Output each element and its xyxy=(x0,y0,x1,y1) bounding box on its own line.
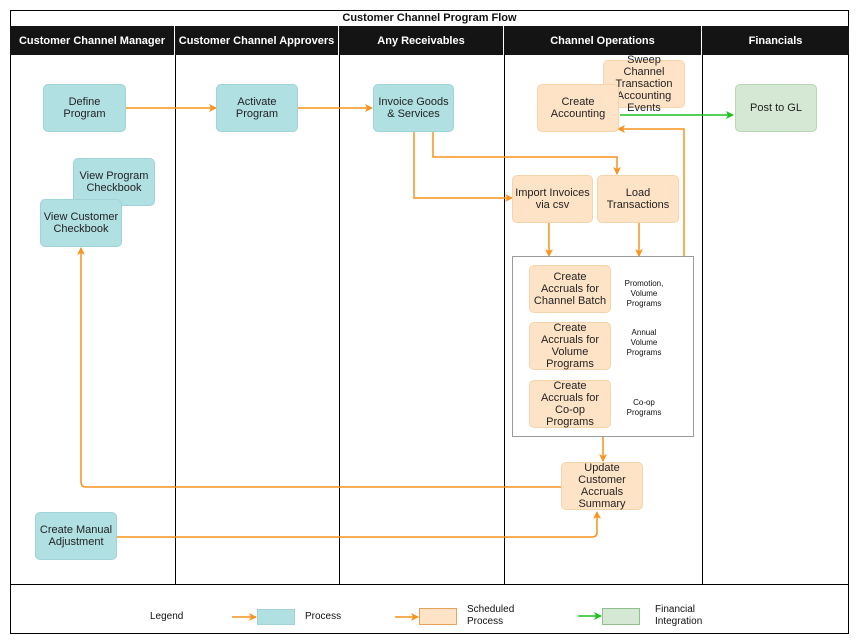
arrow-summary-to-view-customer-checkbook xyxy=(77,247,561,488)
accruals-coop-node: Create Accruals for Co-op Programs xyxy=(529,380,611,428)
legend-separator xyxy=(10,584,849,585)
import-invoices-node: Import Invoices via csv xyxy=(512,175,593,223)
note-volume: Annual Volume Programs xyxy=(626,328,662,357)
legend-financial-label: Financial Integration xyxy=(655,604,703,627)
lane-header-customer-channel-manager: Customer Channel Manager xyxy=(10,26,175,55)
define-program-node: Define Program xyxy=(43,84,126,132)
lane-header-any-receivables: Any Receivables xyxy=(339,26,504,55)
lane-header-financials: Financials xyxy=(702,26,849,55)
invoice-goods-node: Invoice Goods & Services xyxy=(373,84,454,132)
accruals-channel-batch-node: Create Accruals for Channel Batch xyxy=(529,265,611,313)
update-summary-node: Update Customer Accruals Summary xyxy=(561,462,643,510)
view-customer-checkbook-node: View Customer Checkbook xyxy=(40,199,122,247)
view-program-checkbook-node: View Program Checkbook xyxy=(73,158,155,206)
diagram-frame xyxy=(10,10,849,634)
legend-process-label: Process xyxy=(305,611,342,622)
lane-header-customer-channel-approvers: Customer Channel Approvers xyxy=(175,26,339,55)
legend-label: Legend xyxy=(150,611,184,622)
legend-process-swatch xyxy=(257,609,295,625)
arrow-invoice-to-import xyxy=(413,132,513,202)
legend-scheduled-swatch xyxy=(419,608,457,625)
load-transactions-node: Load Transactions xyxy=(597,175,679,223)
diagram-title: Customer Channel Program Flow xyxy=(342,12,517,24)
legend-financial-swatch xyxy=(602,608,640,625)
arrow-invoice-to-load xyxy=(432,132,621,175)
note-coop: Co-op Programs xyxy=(626,398,662,417)
lane-header-channel-operations: Channel Operations xyxy=(504,26,702,55)
legend-scheduled-label: Scheduled Process xyxy=(467,604,515,627)
note-channel-batch: Promotion, Volume Programs xyxy=(624,279,664,308)
accruals-volume-node: Create Accruals for Volume Programs xyxy=(529,322,611,370)
manual-adjustment-node: Create Manual Adjustment xyxy=(35,512,117,560)
lane-separator xyxy=(339,55,340,584)
activate-program-node: Activate Program xyxy=(216,84,298,132)
lane-separator xyxy=(175,55,176,584)
arrow-manual-adjustment-to-summary xyxy=(117,511,601,538)
lane-separator xyxy=(702,55,703,584)
create-accounting-node: Create Accounting xyxy=(537,84,619,132)
lane-separator xyxy=(504,55,505,584)
post-to-gl-node: Post to GL xyxy=(735,84,817,132)
arrow-accruals-to-create-accounting xyxy=(617,125,685,256)
